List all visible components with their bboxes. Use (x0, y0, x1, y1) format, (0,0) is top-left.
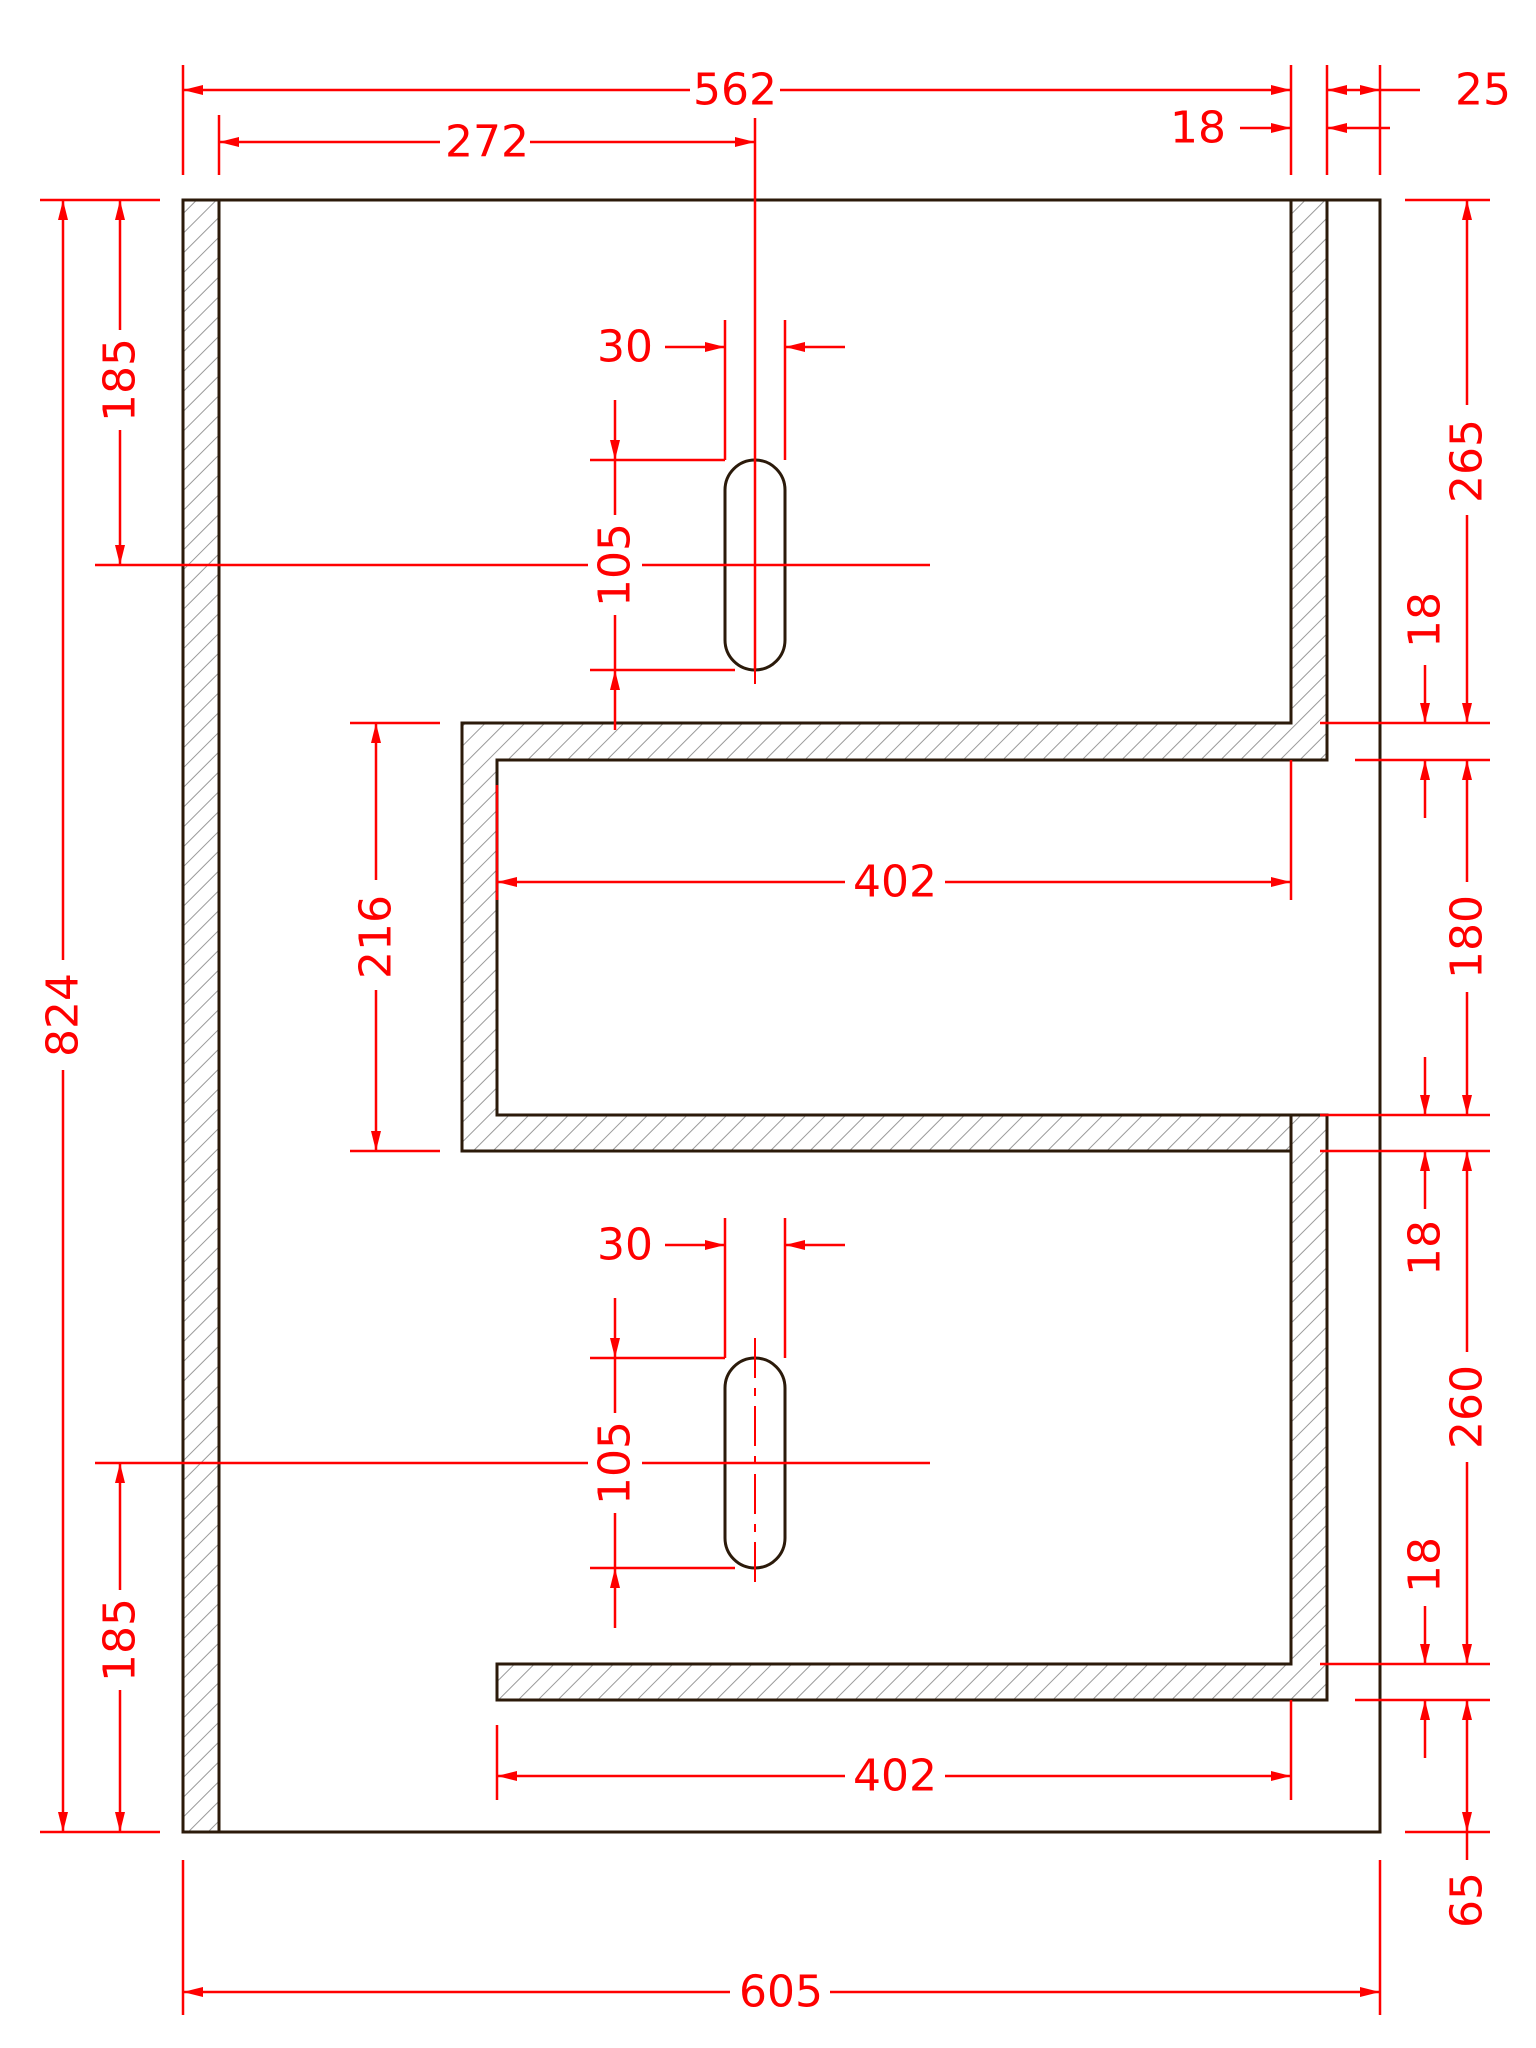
dim-185-lower: 185 (95, 1598, 146, 1682)
dim-260: 260 (1442, 1365, 1493, 1449)
left-side-panel (181, 198, 221, 1834)
dim-185-upper: 185 (95, 338, 146, 422)
dim-265: 265 (1442, 419, 1493, 503)
dim-25: 25 (1455, 65, 1511, 116)
dim-272: 272 (445, 117, 529, 168)
dim-402-lower: 402 (853, 1751, 937, 1802)
dimension-lines (40, 65, 1490, 2015)
dim-216: 216 (351, 895, 402, 979)
dim-18-top: 18 (1170, 103, 1226, 154)
dim-18-right-upper: 18 (1400, 592, 1451, 648)
dim-824: 824 (38, 973, 89, 1057)
lower-shelf-panel (495, 1113, 1329, 1702)
back-panel-outline (181, 198, 1382, 1834)
upper-shelf-panel (460, 198, 1329, 1153)
cabinet-outline (181, 198, 1382, 1834)
dim-30-lower: 30 (597, 1220, 653, 1271)
dim-180: 180 (1442, 895, 1493, 979)
dim-562: 562 (693, 65, 777, 116)
dim-65: 65 (1442, 1872, 1493, 1928)
dim-30-upper: 30 (597, 322, 653, 373)
dimension-labels: 562 25 272 18 824 185 185 30 105 30 105 … (35, 62, 1511, 2020)
dim-105-upper: 105 (590, 523, 641, 607)
dim-18-right-middle: 18 (1400, 1220, 1451, 1276)
dim-402-upper: 402 (853, 857, 937, 908)
dim-18-right-lower: 18 (1400, 1537, 1451, 1593)
dim-105-lower: 105 (590, 1421, 641, 1505)
dim-605: 605 (739, 1967, 823, 2018)
